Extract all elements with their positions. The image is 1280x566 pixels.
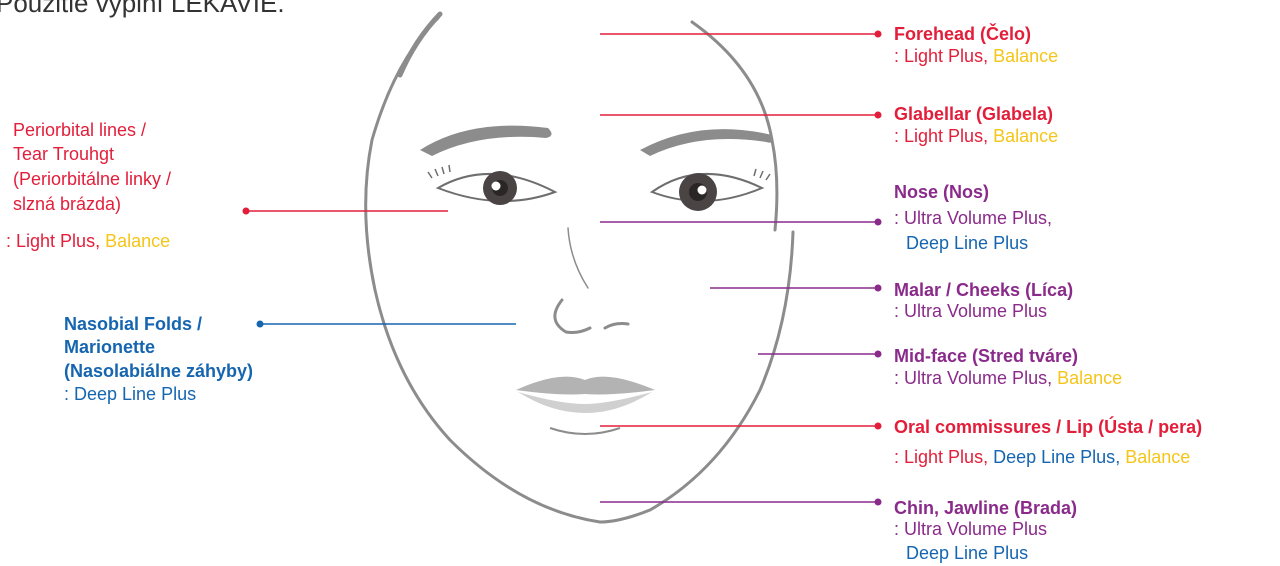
colon: : [894,46,904,66]
oral-title: Oral commissures / Lip (Ústa / pera) [894,417,1202,437]
colon: : [894,368,904,388]
colon: : [6,231,16,251]
colon: : [894,126,904,146]
product-light-plus: Light Plus [904,126,983,146]
nose-product-1: : Ultra Volume Plus, [894,208,1052,228]
nose-title: Nose (Nos) [894,182,989,202]
separator: , [983,46,993,66]
product-light-plus: Light Plus [904,447,983,467]
product-balance: Balance [105,231,170,251]
chin-title: Chin, Jawline (Brada) [894,498,1077,518]
header-text: Použitie výplní LEKAVIE. [0,0,285,18]
nose [555,300,628,333]
separator: , [95,231,105,251]
nasolabial-line-4: : Deep Line Plus [64,384,196,404]
separator: , [983,447,993,467]
periorbital-line-3: (Periorbitálne linky / [13,169,171,189]
nasolabial-line-2: Marionette [64,337,155,357]
periorbital-line-1: Periorbital lines / [13,120,146,140]
left-eye [428,165,555,205]
malar-title: Malar / Cheeks (Líca) [894,280,1073,300]
periorbital-products: : Light Plus, Balance [6,231,170,251]
oral-products: : Light Plus, Deep Line Plus, Balance [894,447,1190,467]
product-balance: Balance [993,126,1058,146]
malar-product: : Ultra Volume Plus [894,301,1047,321]
chin-product-1: : Ultra Volume Plus [894,519,1047,539]
nasolabial-line-3: (Nasolabiálne záhyby) [64,361,253,381]
left-eyebrow [420,126,552,156]
midface-products: : Ultra Volume Plus, Balance [894,368,1122,388]
nose-product-2: Deep Line Plus [906,233,1028,253]
face-outline [366,18,793,522]
nasolabial-line-1: Nasobial Folds / [64,314,202,334]
periorbital-line-2: Tear Trouhgt [13,144,114,164]
forehead-title: Forehead (Čelo) [894,24,1031,44]
hair-stroke [400,14,440,75]
right-eyebrow [640,129,773,156]
midface-title: Mid-face (Stred tváre) [894,346,1078,366]
separator: , [1047,368,1057,388]
glabellar-products: : Light Plus, Balance [894,126,1058,146]
product-ultra-volume-plus: Ultra Volume Plus [904,368,1047,388]
forehead-products: : Light Plus, Balance [894,46,1058,66]
separator: , [983,126,993,146]
product-balance: Balance [993,46,1058,66]
separator: , [1115,447,1125,467]
pointer-lines [243,31,882,506]
chin-product-2: Deep Line Plus [906,543,1028,563]
periorbital-line-4: slzná brázda) [13,194,121,214]
product-balance: Balance [1057,368,1122,388]
glabellar-title: Glabellar (Glabela) [894,104,1053,124]
colon: : [894,447,904,467]
product-light-plus: Light Plus [16,231,95,251]
product-light-plus: Light Plus [904,46,983,66]
product-deep-line-plus: Deep Line Plus [993,447,1115,467]
product-balance: Balance [1125,447,1190,467]
right-eye [652,169,770,211]
